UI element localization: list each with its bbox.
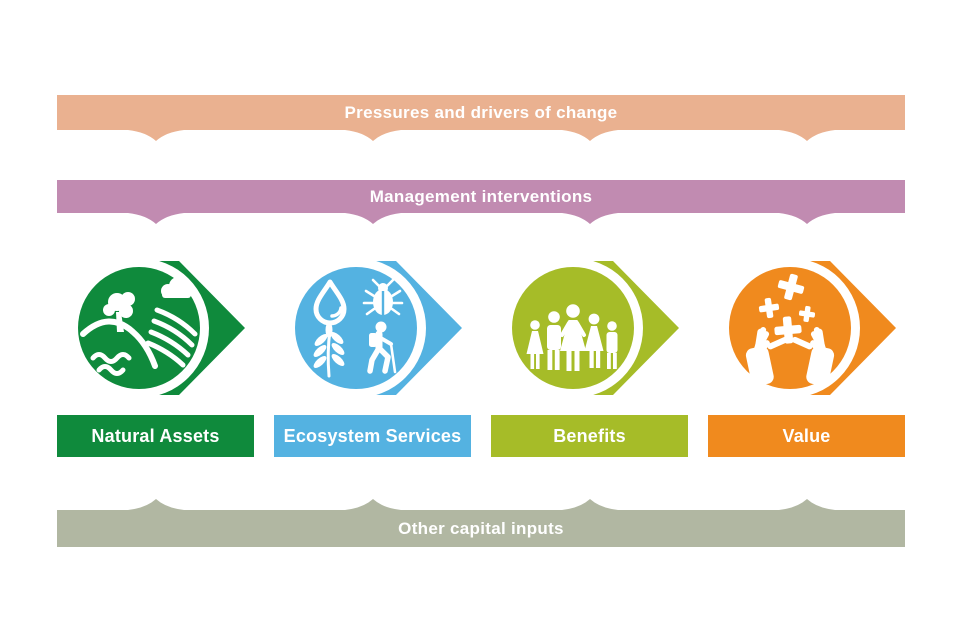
person-man xyxy=(547,311,561,370)
stage-circle xyxy=(295,267,417,389)
landscape-nature-icon xyxy=(80,277,198,376)
natural-assets-stage xyxy=(69,258,245,398)
management-bar-shape xyxy=(57,180,905,224)
ecosystem-services-stage xyxy=(286,258,462,398)
other-capital-bar xyxy=(57,499,905,547)
right-hand xyxy=(791,327,835,386)
water-waves xyxy=(90,352,132,376)
pressures-bar xyxy=(57,95,905,141)
plus-sparkles xyxy=(758,273,816,344)
value-stage xyxy=(720,258,896,398)
people-group-icon xyxy=(526,304,618,371)
person-woman-small xyxy=(526,320,544,369)
person-woman-large xyxy=(560,304,586,371)
hiker-icon xyxy=(367,321,397,374)
left-hand xyxy=(745,327,789,386)
cloud-icon xyxy=(161,277,192,298)
person-woman xyxy=(584,313,604,368)
ecosystem-services-icon xyxy=(313,278,404,378)
stage-label-benefits: Benefits xyxy=(491,415,688,457)
management-bar xyxy=(57,180,905,224)
field-rows xyxy=(145,307,198,368)
benefits-stage xyxy=(503,258,679,398)
pressures-bar-shape xyxy=(57,95,905,141)
hill-line xyxy=(80,318,158,369)
person-man-small xyxy=(606,321,618,369)
other-capital-bar-shape xyxy=(57,499,905,547)
wheat-icon xyxy=(313,322,345,378)
stage-label-natural-assets: Natural Assets xyxy=(57,415,254,457)
stage-label-ecosystem-services: Ecosystem Services xyxy=(274,415,471,457)
stage-label-value: Value xyxy=(708,415,905,457)
beetle-icon xyxy=(362,278,404,316)
hands-sparkle-icon xyxy=(745,273,835,386)
tree-icon xyxy=(103,292,135,332)
